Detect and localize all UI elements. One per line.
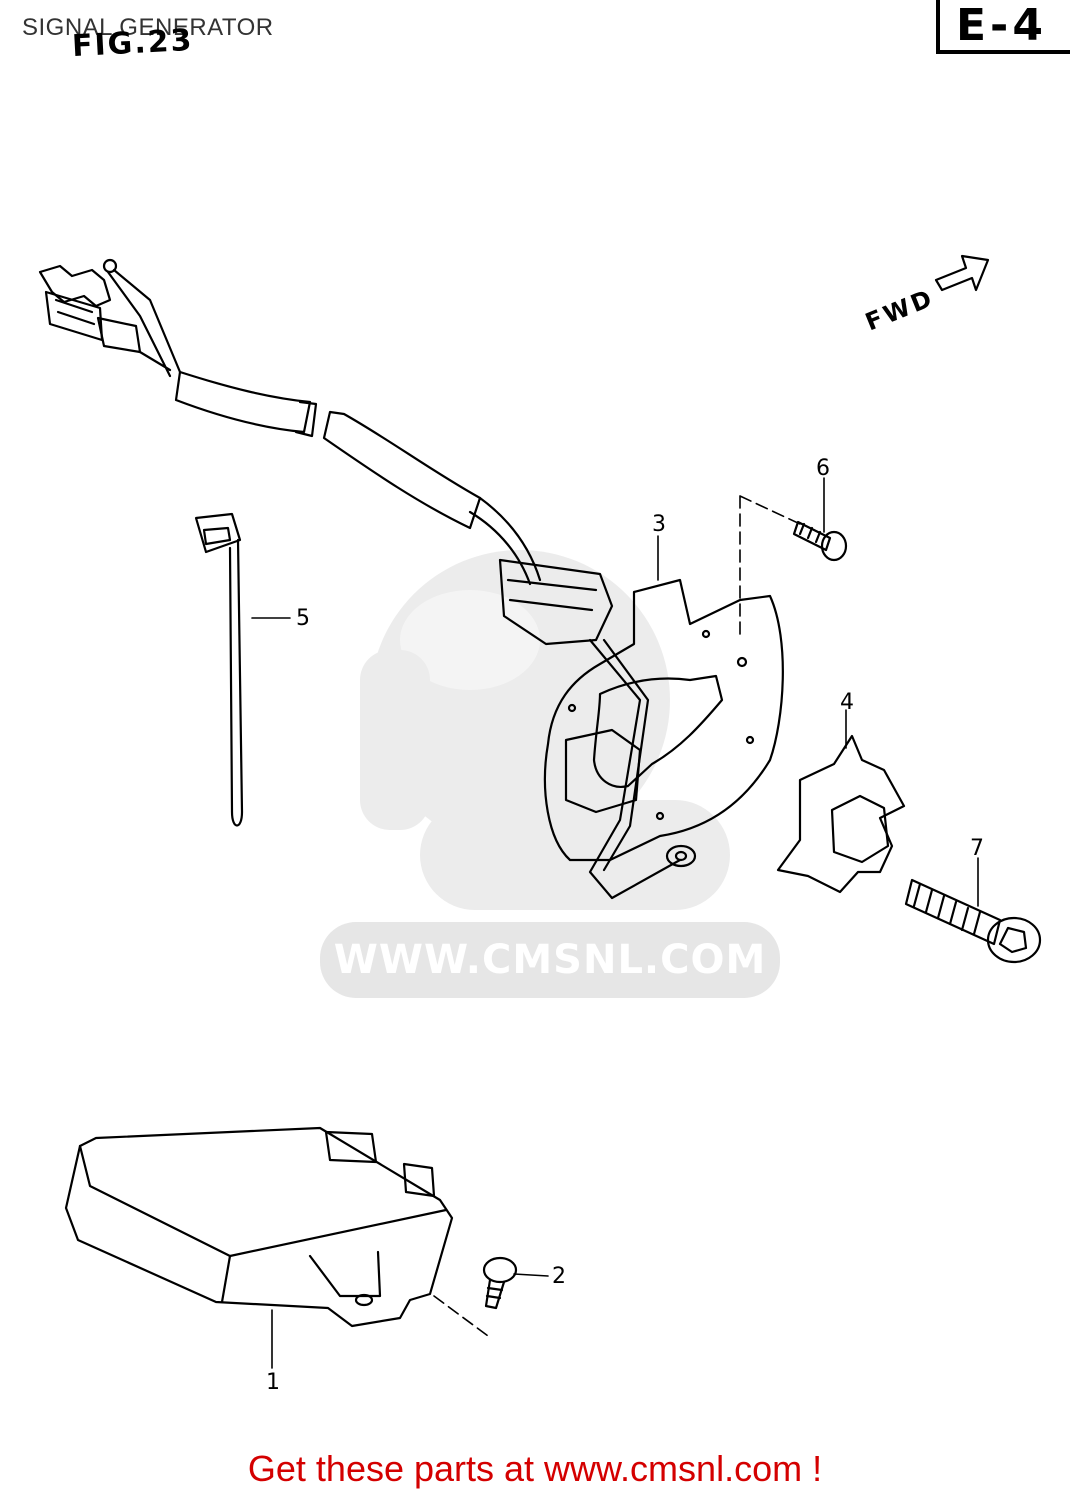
region-code-box: E-4	[936, 0, 1070, 54]
forward-arrow	[934, 254, 990, 292]
screw-2	[482, 1256, 518, 1310]
wire-harness	[38, 258, 697, 900]
watermark-url: WWW.CMSNL.COM	[320, 922, 780, 998]
screw-6	[792, 520, 848, 562]
region-code: E-4	[956, 0, 1047, 51]
leader-lines	[251, 477, 979, 1369]
figure-label: FIG.23	[71, 22, 195, 65]
callout-3: 3	[652, 512, 666, 537]
watermark-logo	[360, 550, 730, 910]
footer-link[interactable]: Get these parts at www.cmsnl.com !	[247, 1448, 823, 1489]
page-title: SIGNAL GENERATOR	[22, 14, 274, 41]
callout-4: 4	[840, 690, 854, 715]
callout-2: 2	[552, 1264, 566, 1289]
cable-tie-5	[194, 512, 244, 827]
callout-1: 1	[266, 1370, 280, 1395]
signal-rotor	[776, 734, 906, 894]
callout-5: 5	[296, 606, 310, 631]
signal-generator-plate	[543, 578, 784, 862]
callout-6: 6	[816, 456, 830, 481]
igniter-unit	[64, 1126, 454, 1328]
callout-7: 7	[970, 836, 984, 861]
bolt-7	[904, 878, 1042, 964]
